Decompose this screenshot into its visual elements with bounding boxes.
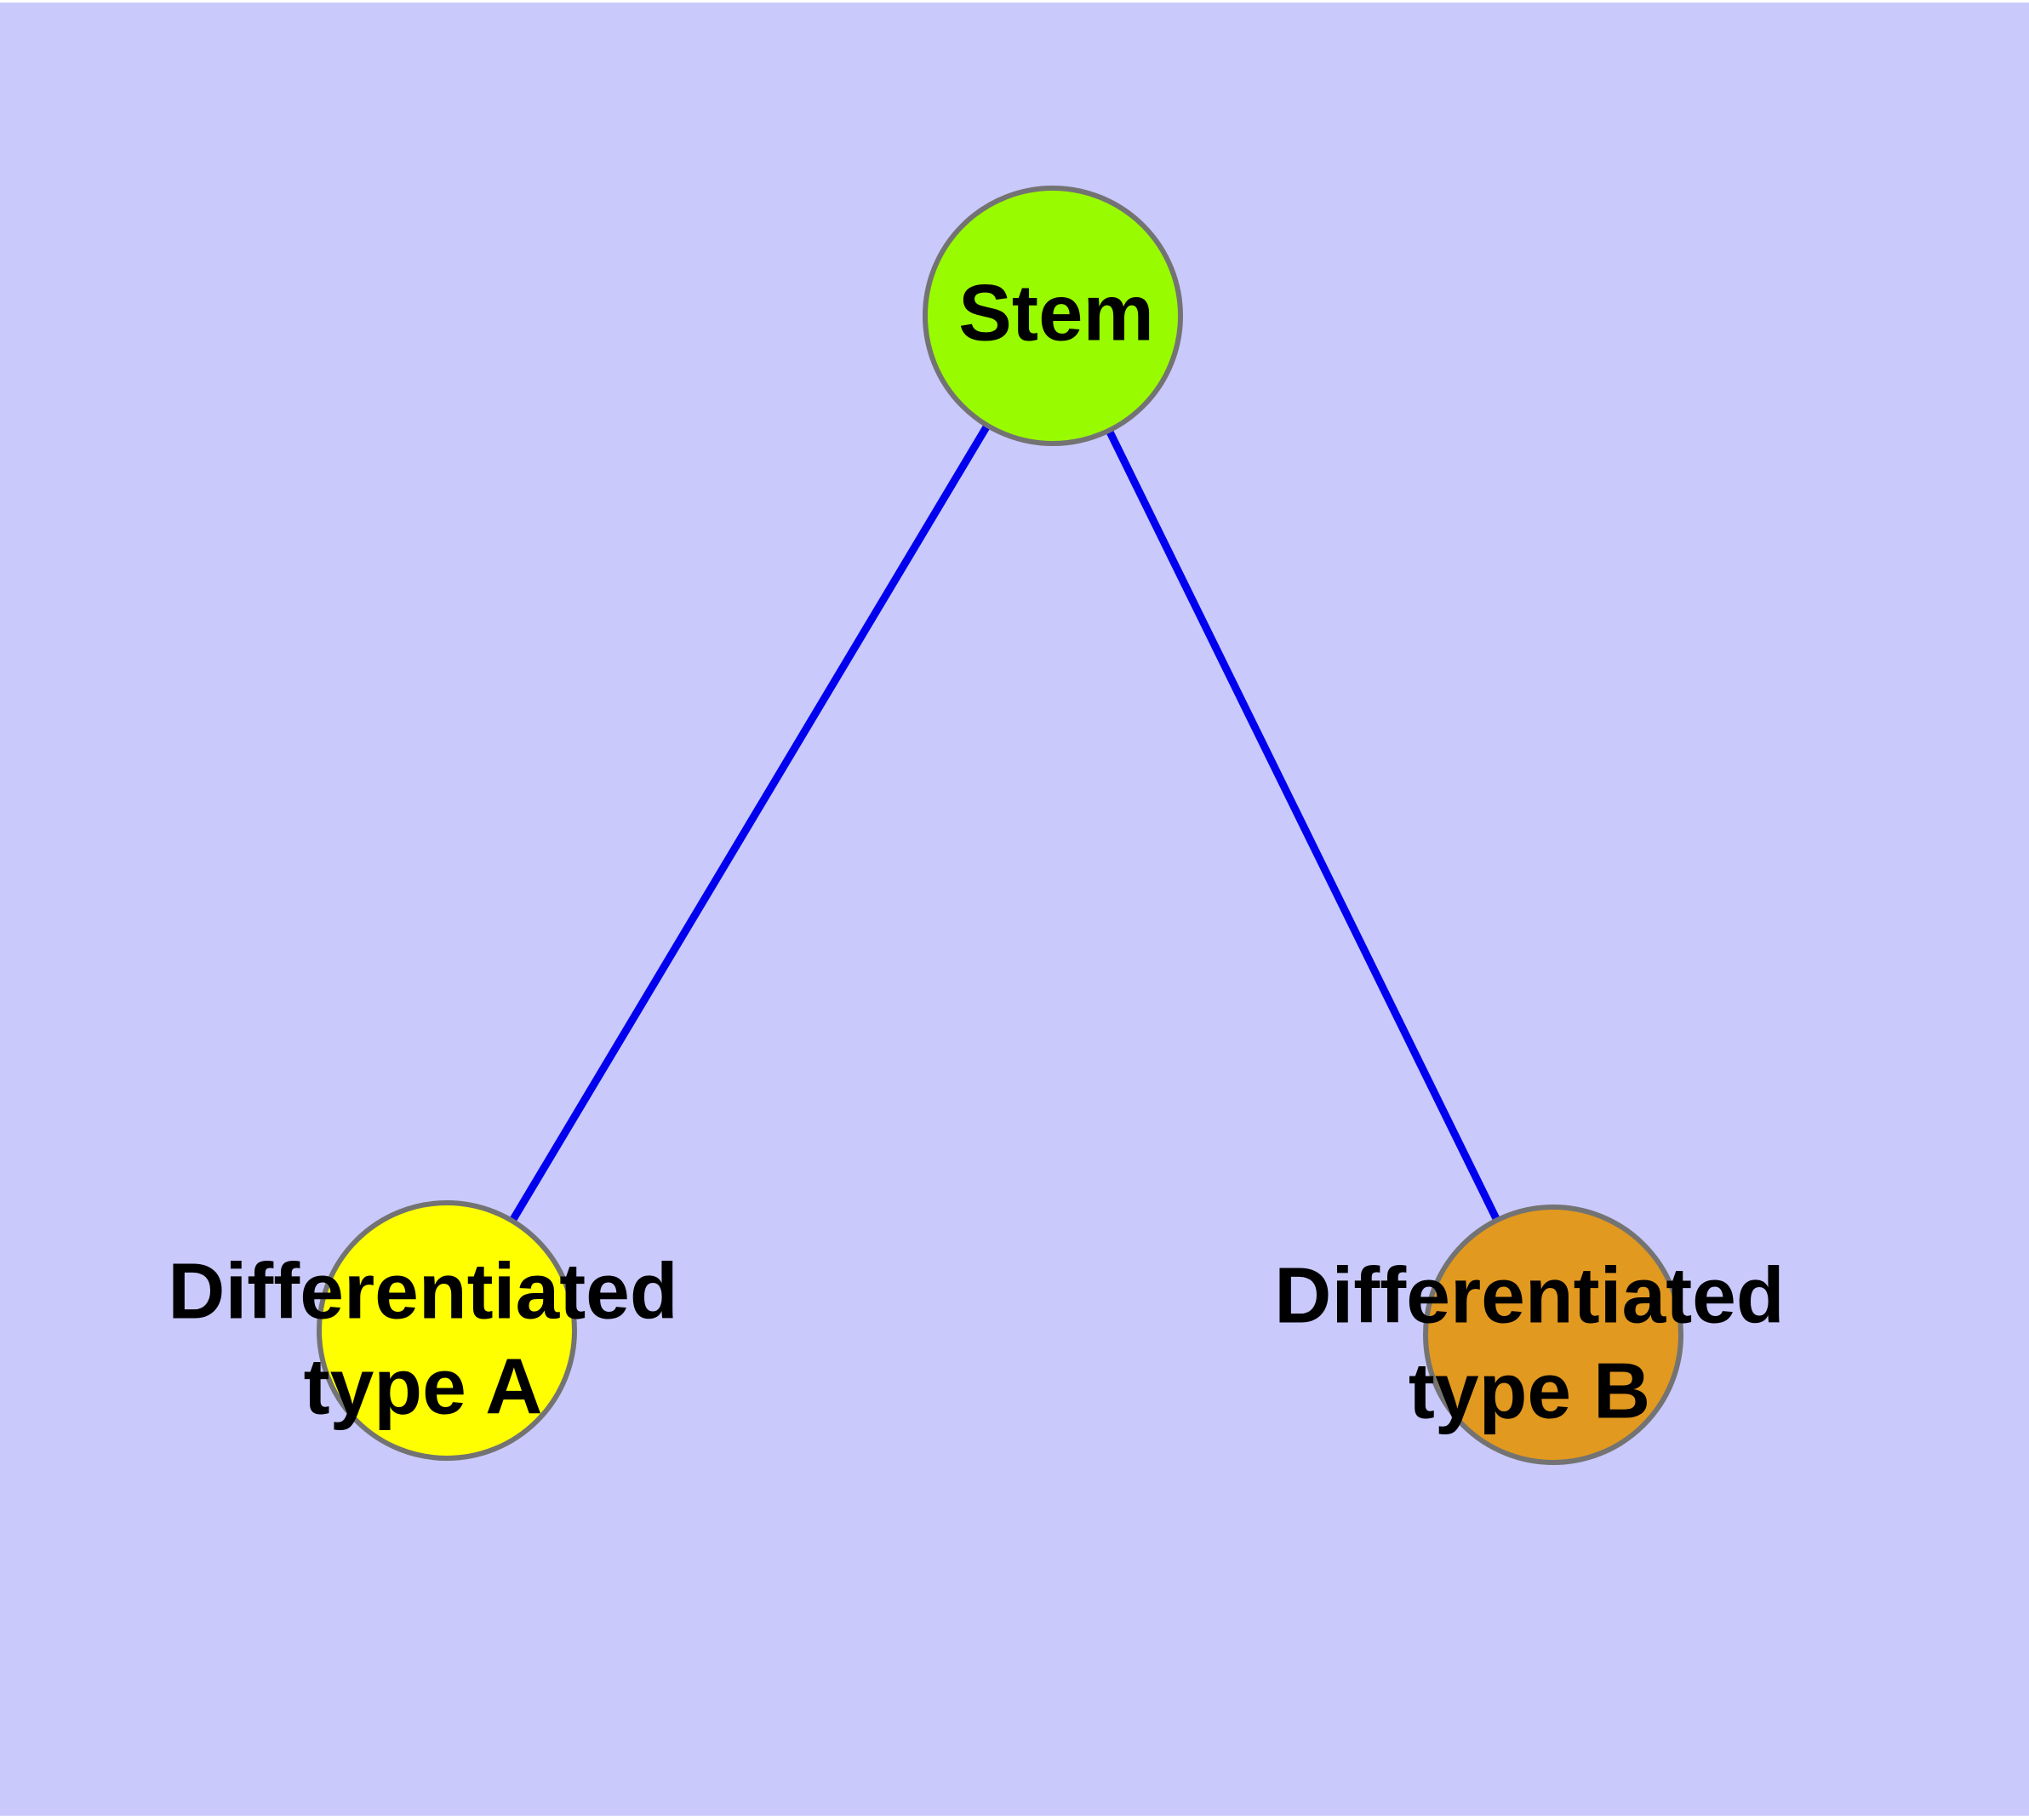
edge-stem-to-type-a xyxy=(443,313,1056,1333)
node-stem-border xyxy=(923,186,1183,446)
edge-stem-to-type-b xyxy=(1049,314,1557,1336)
node-type-a-label-line2: type A xyxy=(303,1342,543,1430)
node-type-a-label-line1: Differentiated xyxy=(168,1246,678,1336)
node-type-b-label-line1: Differentiated xyxy=(1274,1251,1785,1340)
node-type-a-border xyxy=(317,1200,577,1461)
node-type-b-border xyxy=(1423,1205,1683,1465)
node-stem-label: Stem xyxy=(958,267,1154,358)
node-stem-circle xyxy=(925,188,1180,444)
node-type-a-circle xyxy=(319,1203,574,1458)
node-type-b-label: Differentiated type B xyxy=(1274,1248,1784,1438)
graph-svg xyxy=(317,186,1683,1465)
node-type-b-circle xyxy=(1426,1207,1681,1462)
node-type-b-label-line2: type B xyxy=(1408,1346,1651,1434)
diagram-canvas: Stem Differentiated type A Differentiate… xyxy=(0,3,2029,1816)
node-type-a-label: Differentiated type A xyxy=(168,1244,677,1434)
